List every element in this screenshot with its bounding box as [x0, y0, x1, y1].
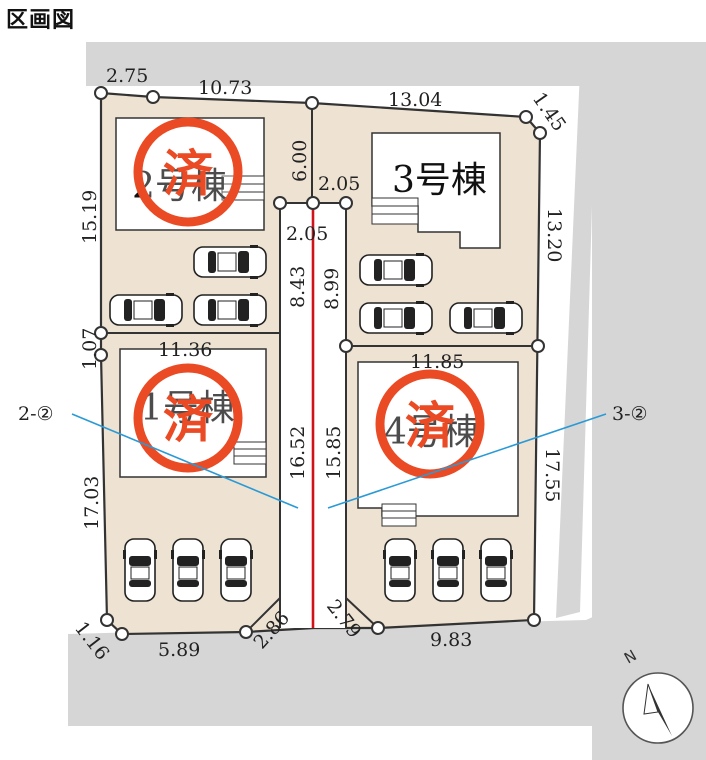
road-bottom: [68, 612, 706, 726]
dim-driveway-width-inner: 2.05: [286, 223, 328, 245]
dim-left-lower: 17.03: [81, 476, 103, 530]
dim-lot1-top: 11.36: [158, 339, 212, 361]
callout-right: 3-②: [612, 403, 648, 425]
dim-bottom-right: 9.83: [430, 629, 472, 651]
dim-driveway-width-outer: 2.05: [318, 173, 360, 195]
chamfer-left: [245, 597, 281, 633]
dim-driveway-top: 6.00: [289, 140, 311, 182]
building-3-label: 3号棟: [392, 160, 487, 201]
cars-lot-4: [382, 538, 514, 602]
north-compass: N: [621, 646, 694, 744]
page-title: 区画図: [6, 8, 76, 33]
road-right: [556, 70, 596, 618]
dim-driveway-left-lower: 16.52: [287, 426, 309, 480]
sold-stamp-4: 済: [375, 369, 485, 479]
dim-top-right: 13.04: [388, 89, 442, 111]
dim-left-upper: 15.19: [79, 190, 101, 244]
svg-text:済: 済: [163, 391, 214, 449]
callout-left: 2-②: [18, 403, 54, 425]
building-3: [371, 132, 501, 249]
dim-driveway-left-upper: 8.43: [287, 266, 309, 308]
dim-lot4-top: 11.85: [410, 351, 464, 373]
leader-left: [71, 413, 299, 509]
dim-bottom-left: 5.89: [158, 639, 200, 661]
dim-left-small: 1.07: [79, 328, 101, 370]
dim-driveway-right-lower: 15.85: [323, 426, 345, 480]
svg-text:済: 済: [163, 145, 214, 203]
dim-right-lower: 17.55: [541, 448, 563, 502]
dim-top-left: 2.75: [106, 65, 148, 87]
cars-lot-1: [122, 538, 254, 602]
leader-right: [327, 413, 607, 509]
building-4-label: 4号棟: [384, 412, 479, 453]
sold-stamp-2: 済: [133, 117, 243, 227]
dim-right-upper: 13.20: [543, 208, 565, 262]
building-1-label: 1号棟: [140, 388, 235, 429]
sold-stamp-1: 済: [133, 363, 243, 473]
chamfer-right: [345, 597, 379, 629]
svg-text:済: 済: [405, 397, 456, 455]
dim-driveway-right-upper: 8.99: [321, 268, 343, 310]
corner-markers: [94, 86, 547, 641]
dim-top-mid: 10.73: [198, 77, 252, 99]
